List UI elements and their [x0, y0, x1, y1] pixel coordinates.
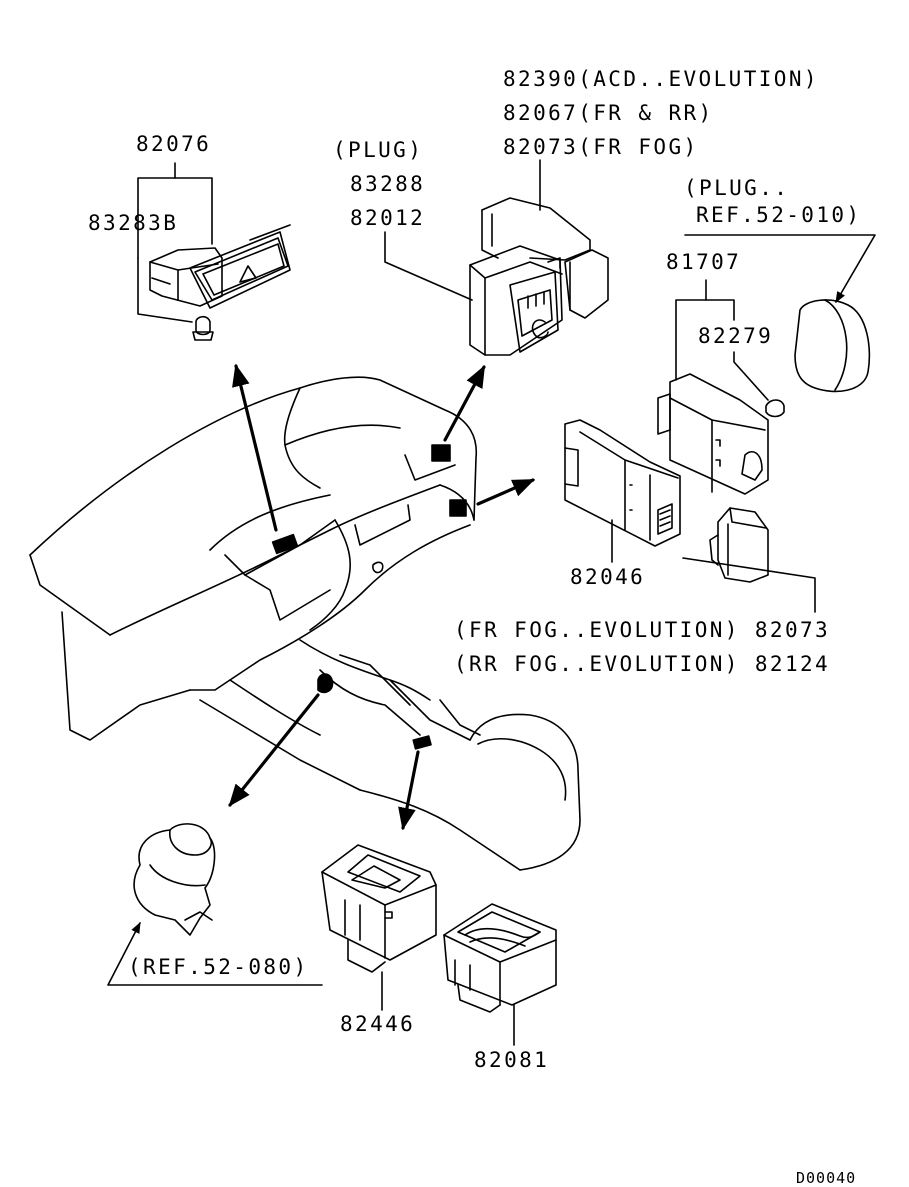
- location-marker-hazard: [271, 533, 299, 555]
- leader-plug-52-010: [684, 234, 876, 303]
- label-ref-52-010: REF.52-010): [696, 203, 862, 227]
- label-81707: 81707: [666, 250, 742, 274]
- label-ref-52-080: (REF.52-080): [128, 955, 309, 979]
- label-82076: 82076: [136, 132, 212, 156]
- switch-82073-part: [709, 507, 769, 583]
- label-plug-2: (PLUG..: [684, 176, 790, 200]
- label-rr-fog-evolution: (RR FOG..EVOLUTION) 82124: [454, 652, 831, 676]
- label-82390-acd: 82390(ACD..EVOLUTION): [503, 67, 819, 91]
- dashboard-outline: [29, 376, 581, 871]
- leader-ref-52-080: [107, 922, 323, 986]
- screw-82279-part: [765, 399, 785, 418]
- label-82067-fr-rr: 82067(FR & RR): [503, 101, 714, 125]
- label-82073-fr-fog: 82073(FR FOG): [503, 135, 699, 159]
- location-marker-mid: [449, 499, 467, 517]
- switch-81707-part: [657, 373, 769, 495]
- location-marker-upper: [431, 444, 451, 462]
- diagram-code: D00040: [796, 1169, 857, 1187]
- label-82046: 82046: [570, 565, 646, 589]
- arrow-to-mirror-switch: [228, 693, 320, 807]
- arrow-to-console-switch: [398, 750, 420, 831]
- leader-83283b: [137, 257, 193, 323]
- hazard-switch-part: [149, 224, 291, 309]
- leader-82073-evo: [682, 557, 816, 613]
- switch-82081-part: [443, 903, 557, 1013]
- leader-82012: [384, 231, 473, 301]
- mirror-switch-part: [133, 823, 216, 936]
- leader-82279: [733, 351, 769, 401]
- label-82279: 82279: [698, 324, 774, 348]
- label-plug-1: (PLUG): [333, 138, 424, 162]
- plug-ref-52-010-part: [794, 299, 871, 393]
- location-marker-mirror: [317, 673, 334, 694]
- switch-82446-part: [321, 844, 437, 973]
- location-marker-console: [412, 735, 432, 750]
- arrow-to-hazard: [232, 363, 278, 532]
- arrow-to-upper-switch: [443, 365, 486, 442]
- label-82081: 82081: [474, 1048, 550, 1072]
- label-82012: 82012: [350, 206, 426, 230]
- label-82446: 82446: [340, 1012, 416, 1036]
- leader-81707: [675, 299, 735, 381]
- hazard-bulb-part: [192, 315, 214, 341]
- switch-82046-part: [564, 419, 681, 547]
- arrow-to-right-switch: [476, 478, 536, 506]
- cluster-switch-part: [469, 197, 609, 356]
- label-fr-fog-evolution: (FR FOG..EVOLUTION) 82073: [454, 618, 831, 642]
- label-83288: 83288: [350, 172, 426, 196]
- label-83283b: 83283B: [88, 211, 179, 235]
